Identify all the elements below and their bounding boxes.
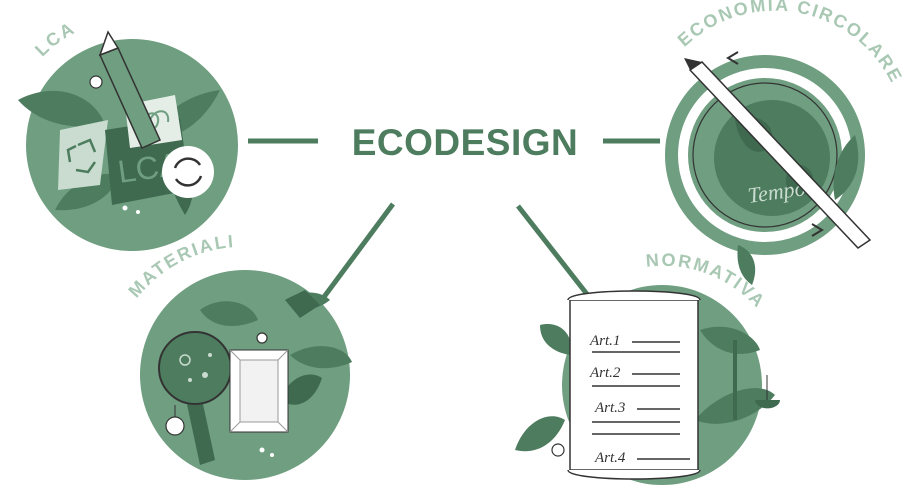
pencil-icon (684, 58, 872, 249)
connector-materiali (315, 202, 396, 307)
connector-normativa (516, 204, 592, 300)
leaf-icon (833, 135, 859, 200)
leaf-icon (515, 416, 565, 452)
recycle-icon (66, 138, 97, 174)
scale-icon (733, 340, 780, 420)
material-block (229, 349, 289, 433)
flower-icon (89, 75, 103, 89)
arrow-icon (811, 223, 824, 237)
arrow-icon (726, 51, 739, 65)
article-3: Art.3 (594, 400, 625, 416)
refresh-badge (162, 146, 214, 198)
refresh-icon (173, 157, 203, 187)
article-1: Art.1 (589, 333, 620, 349)
pencil-icon (98, 30, 161, 149)
lca-label: LCA (31, 18, 79, 60)
leaf-icon (200, 301, 258, 326)
article-2: Art.2 (589, 365, 621, 381)
materiali-node (140, 270, 352, 480)
leaf-icon (290, 346, 352, 369)
recycle-tag-icon (165, 416, 185, 436)
lca-node: LCA (18, 30, 238, 251)
magnifier-icon (158, 331, 232, 405)
leaf-icon (280, 374, 322, 405)
leaf-icon (737, 245, 756, 285)
economia-circolare-node: Tempo (665, 51, 872, 285)
leaf-icon (540, 324, 571, 355)
article-4: Art.4 (594, 450, 626, 466)
flower-icon (256, 332, 268, 344)
recycle-card (58, 120, 108, 190)
leaf-icon (18, 90, 105, 127)
normativa-node: Art.1 Art.2 Art.3 Art.4 (515, 285, 780, 485)
material-tube (285, 290, 320, 318)
leaf-icon (700, 326, 760, 354)
center-title: ECODESIGN (351, 122, 579, 163)
law-scroll: Art.1 Art.2 Art.3 Art.4 (567, 290, 701, 480)
flower-icon (551, 443, 565, 457)
leaf-icon (55, 173, 120, 211)
